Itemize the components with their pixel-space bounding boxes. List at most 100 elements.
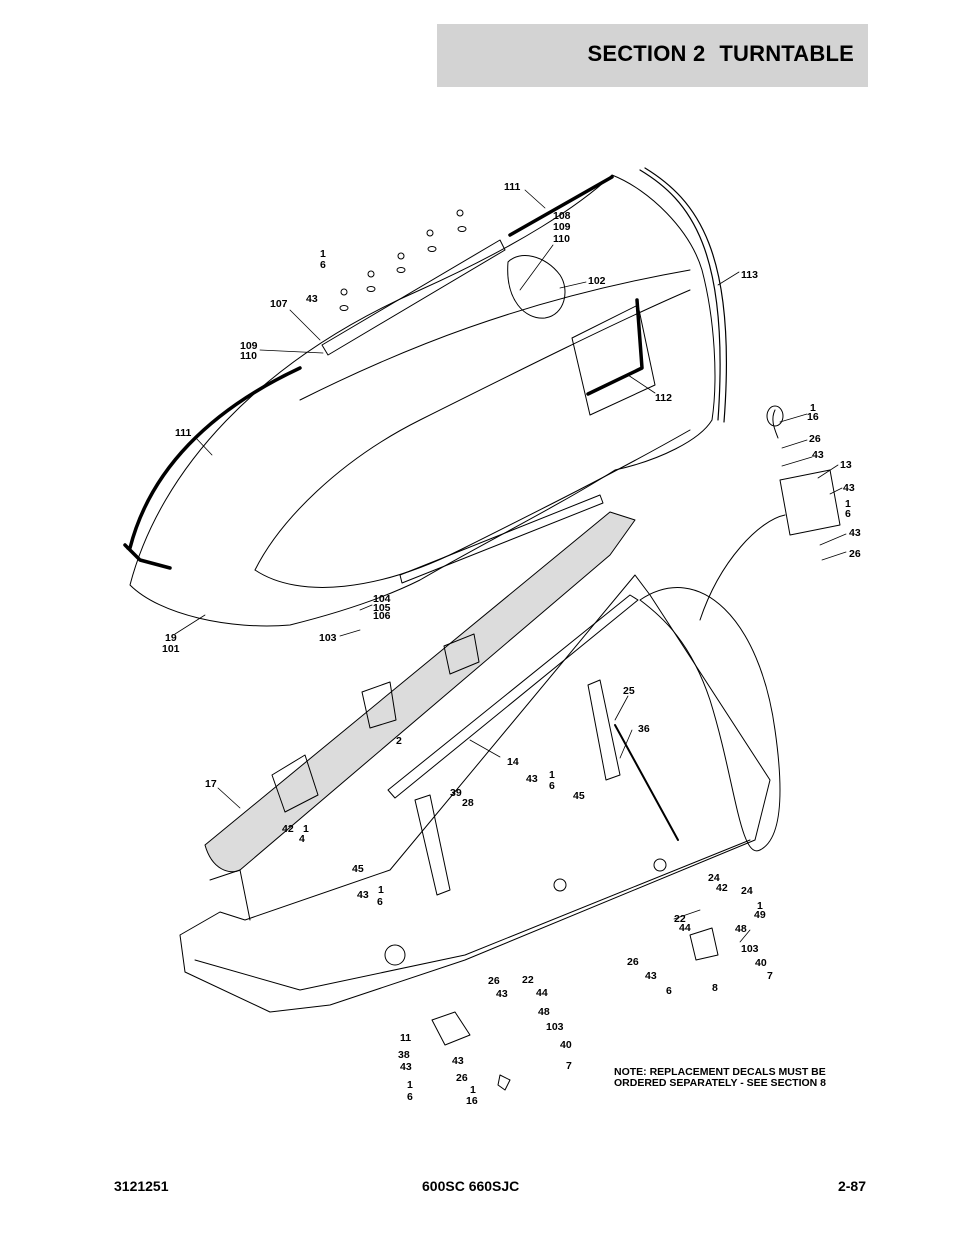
callout-48: 48 [538, 1006, 550, 1018]
callout-113: 113 [741, 269, 758, 281]
callout-labels: 111 108 109 110 102 113 1 6 43 107 109 1… [162, 181, 861, 1107]
trim-strip-top [508, 175, 614, 237]
callout-106: 106 [373, 610, 391, 622]
window-trim [586, 298, 644, 396]
callout-40: 40 [560, 1039, 572, 1051]
section-number: SECTION 2 [587, 41, 706, 66]
callout-7: 7 [566, 1060, 572, 1072]
callout-26: 26 [809, 433, 821, 445]
callout-16: 16 [466, 1095, 478, 1107]
callout-111: 111 [504, 181, 521, 193]
callout-43: 43 [843, 482, 855, 494]
callout-6: 6 [407, 1091, 413, 1103]
latch-bracket [507, 255, 566, 319]
callout-104: 104 [373, 593, 391, 605]
decal-note-line-1: NOTE: REPLACEMENT DECALS MUST BE [614, 1066, 826, 1078]
callout-42: 42 [282, 823, 294, 835]
callout-109: 109 [553, 221, 571, 233]
callout-43: 43 [526, 773, 538, 785]
callout-40: 40 [755, 957, 767, 969]
callout-43: 43 [645, 970, 657, 982]
callout-26: 26 [488, 975, 500, 987]
callout-111: 111 [175, 427, 192, 439]
callout-1: 1 [407, 1079, 413, 1091]
callout-6: 6 [320, 259, 326, 271]
callout-103: 103 [546, 1021, 564, 1033]
callout-1: 1 [549, 769, 555, 781]
callout-1: 1 [470, 1084, 476, 1096]
callout-103: 103 [319, 632, 337, 644]
callout-43: 43 [357, 889, 369, 901]
callout-1: 1 [810, 402, 816, 414]
callout-24: 24 [741, 885, 753, 897]
callout-49: 49 [754, 909, 766, 921]
callout-38: 38 [398, 1049, 410, 1061]
hood-window [571, 304, 656, 416]
callout-108: 108 [553, 210, 571, 222]
callout-22: 22 [674, 913, 686, 925]
callout-13: 13 [840, 459, 852, 471]
callout-44: 44 [679, 922, 691, 934]
section-header-banner: SECTION 2 TURNTABLE [437, 24, 868, 87]
callout-48: 48 [735, 923, 747, 935]
callout-110: 110 [240, 350, 257, 362]
callout-2: 2 [396, 735, 402, 747]
callout-6: 6 [666, 985, 672, 997]
bracket-upright-right [587, 679, 621, 781]
bracket-upright-left [414, 794, 451, 896]
callout-leaders [174, 189, 847, 943]
callout-45: 45 [352, 863, 364, 875]
callout-102: 102 [588, 275, 606, 287]
callout-43: 43 [400, 1061, 412, 1073]
callout-4: 4 [299, 833, 305, 845]
callout-112: 112 [655, 392, 672, 404]
section-name: TURNTABLE [719, 41, 854, 66]
callout-26: 26 [849, 548, 861, 560]
callout-101: 101 [162, 643, 180, 655]
decal-note: NOTE: REPLACEMENT DECALS MUST BE ORDERED… [614, 1067, 826, 1089]
callout-6: 6 [549, 780, 555, 792]
callout-43: 43 [849, 527, 861, 539]
callout-44: 44 [536, 987, 548, 999]
latch-bracket-11 [431, 1011, 471, 1046]
counterweight [639, 587, 781, 852]
callout-1: 1 [378, 884, 384, 896]
callout-6: 6 [377, 896, 383, 908]
decal-panel [204, 511, 636, 873]
callout-39: 39 [450, 787, 462, 799]
callout-107: 107 [270, 298, 288, 310]
callout-105: 105 [373, 602, 391, 614]
trim-strip-front [126, 366, 302, 550]
callout-45: 45 [573, 790, 585, 802]
callout-11: 11 [400, 1032, 411, 1044]
callout-36: 36 [638, 723, 650, 735]
callout-24: 24 [708, 872, 720, 884]
callout-42: 42 [716, 882, 728, 894]
callout-26: 26 [456, 1072, 468, 1084]
callout-1: 1 [845, 498, 851, 510]
callout-43: 43 [812, 449, 824, 461]
callout-7: 7 [767, 970, 773, 982]
callout-109: 109 [240, 340, 258, 352]
hood-cover [129, 174, 716, 627]
callout-8: 8 [712, 982, 718, 994]
callout-110: 110 [553, 233, 570, 245]
gas-spring [614, 724, 679, 841]
callout-28: 28 [462, 797, 474, 809]
decal-note-line-2: ORDERED SEPARATELY - SEE SECTION 8 [614, 1077, 826, 1089]
turntable-base [179, 574, 771, 1013]
hinge-bracket-13 [779, 469, 841, 536]
footer-page-number: 2-87 [837, 1178, 866, 1194]
callout-43: 43 [452, 1055, 464, 1067]
callout-43: 43 [496, 988, 508, 1000]
callout-14: 14 [507, 756, 519, 768]
footer-model: 600SC 660SJC [422, 1178, 520, 1194]
callout-19: 19 [165, 632, 177, 644]
arrow-curve [699, 514, 786, 621]
footer-doc-number: 3121251 [114, 1178, 169, 1194]
callout-22: 22 [522, 974, 534, 986]
callout-43: 43 [306, 293, 318, 305]
callout-6: 6 [845, 508, 851, 520]
callout-17: 17 [205, 778, 217, 790]
